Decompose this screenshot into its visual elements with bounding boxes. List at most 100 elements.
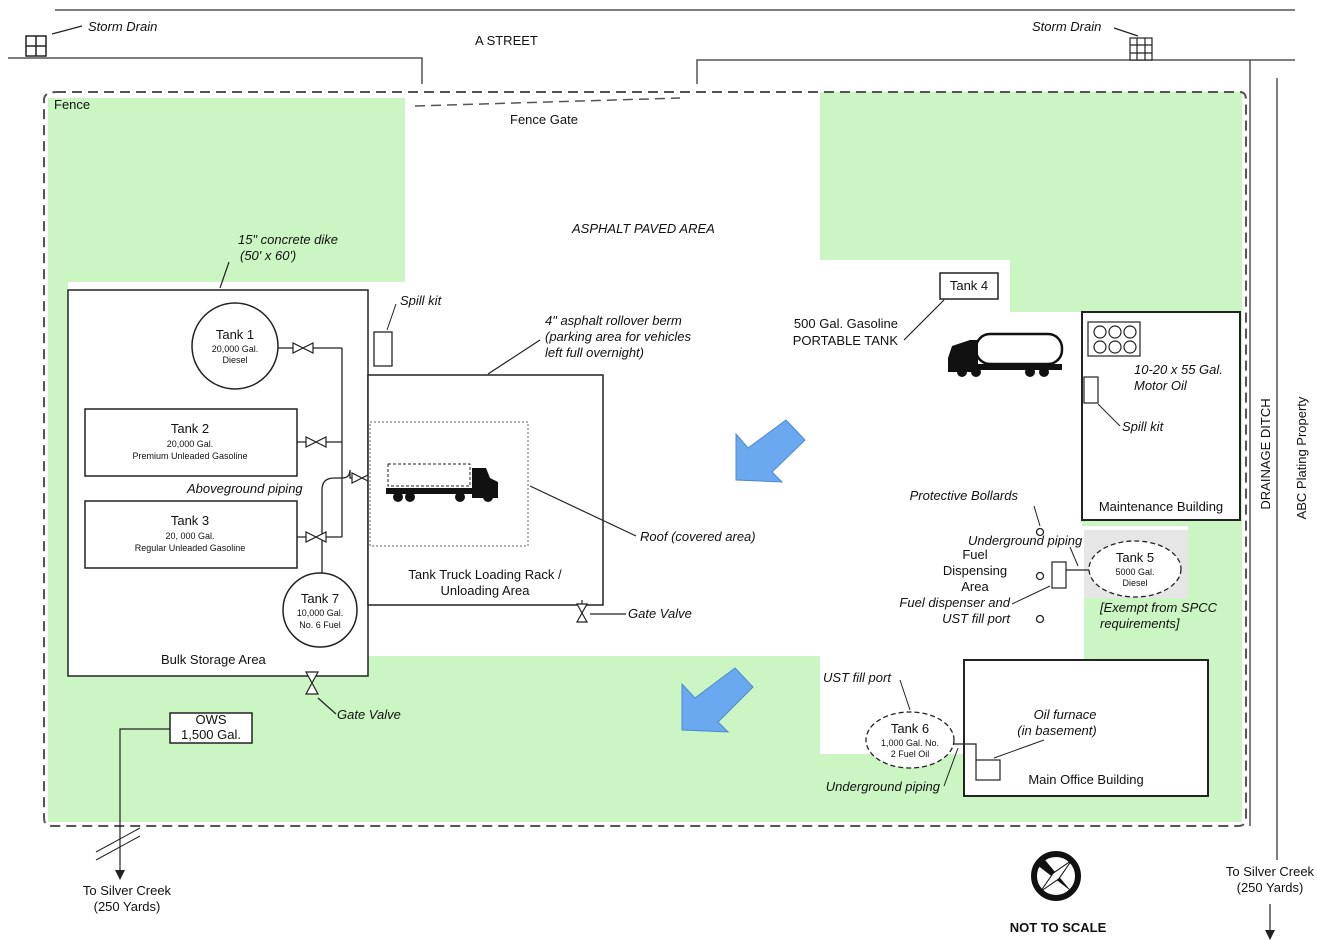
ows-box — [169, 712, 253, 744]
tank7-cap: 10,000 Gal. — [297, 608, 344, 618]
aboveground-piping-label: Aboveground piping — [186, 481, 303, 496]
pipe-valve-icons — [292, 342, 373, 543]
tank5-exempt-2: requirements] — [1100, 616, 1180, 631]
underground-piping-label-1: Underground piping — [968, 533, 1083, 548]
fuel-dispenser-icon — [1051, 561, 1067, 589]
creek-left-label-1: To Silver Creek — [83, 883, 172, 898]
berm-label-1: 4" asphalt rollover berm — [545, 313, 682, 328]
bollards-icon — [1035, 527, 1045, 624]
spill-kit-maint-label: Spill kit — [1122, 419, 1165, 434]
tank2-cap: 20,000 Gal. — [167, 439, 214, 449]
drainage-ditch-label: DRAINAGE DITCH — [1258, 398, 1273, 509]
storm-drain-left-icon — [25, 35, 47, 57]
gate-valve-icon-1 — [575, 600, 589, 623]
berm-label-2: (parking area for vehicles — [545, 329, 691, 344]
dispenser-label-1: Fuel dispenser and — [899, 595, 1010, 610]
dike-leader — [219, 261, 230, 289]
tank4-name: Tank 4 — [950, 278, 988, 293]
fence-gate-label: Fence Gate — [510, 112, 578, 127]
creek-right-label-2: (250 Yards) — [1237, 880, 1304, 895]
gate-valve-icon-2 — [304, 671, 320, 695]
furnace-label-1: Oil furnace — [1034, 707, 1097, 722]
green-area-right — [820, 92, 1242, 822]
tank6-cap: 1,000 Gal. No. — [881, 738, 939, 748]
creek-left-label-2: (250 Yards) — [94, 899, 161, 914]
gate-valve-label-1: Gate Valve — [628, 606, 692, 621]
drums-label-1: 10-20 x 55 Gal. — [1134, 362, 1223, 377]
spill-kit-bulk-label: Spill kit — [400, 293, 443, 308]
ows-outfall-line — [119, 728, 170, 876]
flow-arrow-2 — [681, 667, 754, 733]
berm-label-3: left full overnight) — [545, 345, 644, 360]
tank5-shape — [1088, 540, 1182, 598]
oil-furnace-icon — [975, 759, 1001, 781]
roof-label: Roof (covered area) — [640, 529, 756, 544]
dispenser-label-2: UST fill port — [942, 611, 1011, 626]
tank3-name: Tank 3 — [171, 513, 209, 528]
tank3-shape — [84, 500, 298, 569]
spill-kit-bulk-icon — [373, 331, 393, 367]
loading-label-1: Tank Truck Loading Rack / — [408, 567, 562, 582]
furnace-label-2: (in basement) — [1017, 723, 1096, 738]
tank4-desc-2: PORTABLE TANK — [793, 333, 899, 348]
tank7-shape — [282, 572, 358, 648]
office-label: Main Office Building — [1028, 772, 1143, 787]
tank3-type: Regular Unleaded Gasoline — [135, 543, 246, 553]
storm-drain-left-label: Storm Drain — [88, 19, 157, 34]
tank5-type: Diesel — [1122, 578, 1147, 588]
storm-drain-leaders — [51, 25, 1139, 37]
storm-drain-right-label: Storm Drain — [1032, 19, 1101, 34]
tank1-shape — [191, 302, 279, 390]
tank7-type: No. 6 Fuel — [299, 620, 341, 630]
green-area-left — [48, 98, 820, 822]
tank2-type: Premium Unleaded Gasoline — [132, 451, 247, 461]
tank6-type: 2 Fuel Oil — [891, 749, 930, 759]
tank1-cap: 20,000 Gal. — [212, 344, 259, 354]
maintenance-label: Maintenance Building — [1099, 499, 1223, 514]
flow-arrow-1 — [735, 419, 806, 483]
tank4-desc-1: 500 Gal. Gasoline — [794, 316, 898, 331]
underground-piping-label-2: Underground piping — [826, 779, 941, 794]
paved-area-label: ASPHALT PAVED AREA — [571, 221, 715, 236]
north-arrow-icon — [1031, 851, 1081, 901]
drums-label-2: Motor Oil — [1134, 378, 1188, 393]
green-area-bottom — [48, 754, 964, 822]
storm-drain-right-icon — [1129, 37, 1153, 61]
ows-label-1: OWS — [195, 712, 226, 727]
loading-label-2: Unloading Area — [441, 583, 531, 598]
spill-kit-maint-icon — [1083, 376, 1099, 404]
tank6-shape — [865, 711, 955, 769]
fence-gate-line — [414, 97, 681, 107]
tank3-cap: 20, 000 Gal. — [165, 531, 214, 541]
dike-label-2: (50' x 60') — [240, 248, 296, 263]
tank1-type: Diesel — [222, 355, 247, 365]
street-lines — [8, 9, 1295, 860]
truck-rack-icon — [386, 463, 498, 502]
fence-label: Fence — [54, 97, 90, 112]
tank4-box — [939, 272, 999, 300]
fuel-area-label-3: Area — [961, 579, 989, 594]
fuel-area-label-1: Fuel — [962, 547, 987, 562]
fence-line — [43, 91, 1247, 827]
tank5-exempt-1: [Exempt from SPCC — [1099, 600, 1218, 615]
not-to-scale-label: NOT TO SCALE — [1010, 920, 1107, 935]
roof-covered-area — [369, 421, 529, 547]
bollards-label: Protective Bollards — [910, 488, 1019, 503]
tank7-name: Tank 7 — [301, 591, 339, 606]
street-name: A STREET — [475, 33, 538, 48]
tank2-name: Tank 2 — [171, 421, 209, 436]
tank6-name: Tank 6 — [891, 721, 929, 736]
tank1-name: Tank 1 — [216, 327, 254, 342]
creek-right-label-1: To Silver Creek — [1226, 864, 1315, 879]
ust-fill-label: UST fill port — [823, 670, 892, 685]
tank5-cap: 5000 Gal. — [1115, 567, 1154, 577]
drums-icon — [1093, 325, 1137, 354]
portable-tank-truck-icon — [948, 332, 1064, 377]
dike-label-1: 15" concrete dike — [238, 232, 338, 247]
tank5-name: Tank 5 — [1116, 550, 1154, 565]
bulk-storage-label: Bulk Storage Area — [161, 652, 267, 667]
ows-label-2: 1,500 Gal. — [181, 727, 241, 742]
gate-valve-label-2: Gate Valve — [337, 707, 401, 722]
fuel-area-label-2: Dispensing — [943, 563, 1007, 578]
